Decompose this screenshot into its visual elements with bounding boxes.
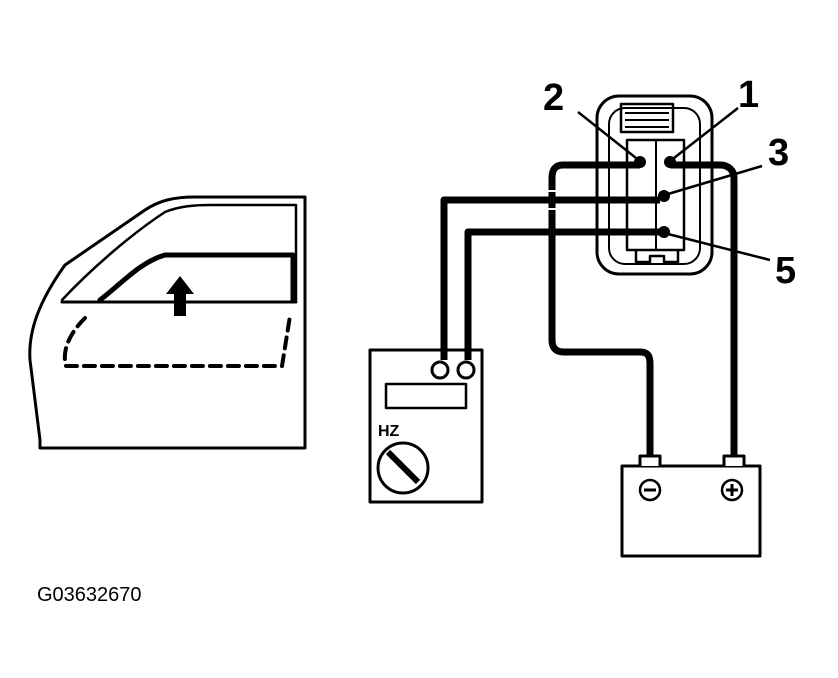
battery-body [620, 464, 762, 558]
meter-mode-label: HZ [378, 423, 400, 440]
lowered-glass-outline [62, 314, 292, 368]
wire-pin3-to-meter [440, 196, 660, 360]
up-arrow-icon [166, 276, 194, 316]
connector-housing-outer [595, 94, 714, 276]
minus-terminal-icon [638, 478, 662, 502]
pin-label-1: 1 [738, 74, 759, 116]
window-frame-inner [60, 203, 298, 302]
car-door [28, 195, 307, 450]
pin-label-5: 5 [775, 250, 796, 292]
connector-lower-key [634, 250, 680, 264]
connector-latch [619, 102, 675, 134]
battery-negative-post [638, 454, 662, 466]
meter-right-jack[interactable] [456, 360, 476, 380]
door-outline [28, 195, 307, 450]
multimeter [368, 348, 484, 504]
test-wires [440, 161, 738, 460]
dial-icon[interactable] [376, 441, 430, 495]
meter-display [384, 382, 468, 410]
pin-label-2: 2 [543, 77, 564, 119]
terminal-pin-5 [658, 226, 670, 238]
figure-code: G03632670 [37, 584, 142, 606]
pin-leaders [577, 107, 771, 262]
meter-body [368, 348, 484, 504]
wire-pin2-to-battery-negative [548, 161, 654, 460]
battery-positive-post [722, 454, 746, 466]
pin-label-3: 3 [768, 132, 789, 174]
wire-pin1-to-battery-positive [670, 161, 738, 460]
wire-pin5-to-meter [464, 228, 660, 360]
connector-housing-inner [608, 107, 701, 265]
plus-terminal-icon [720, 478, 744, 502]
meter-left-jack[interactable] [430, 360, 450, 380]
terminal-pin-3 [658, 190, 670, 202]
window-glass-edge [97, 252, 296, 303]
battery [620, 454, 762, 558]
